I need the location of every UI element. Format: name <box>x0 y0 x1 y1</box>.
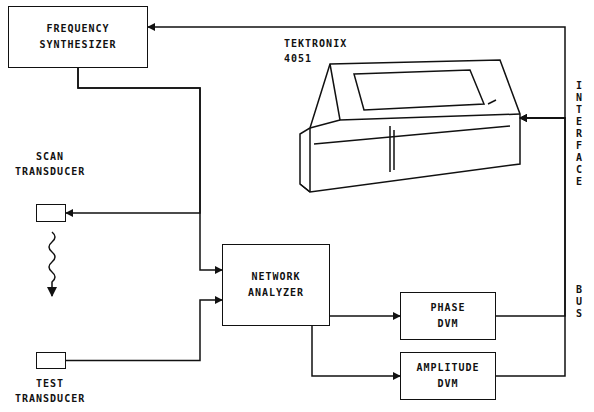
computer-terminal: TEKTRONIX 4051 <box>270 34 525 194</box>
dvm-box: PHASE DVM <box>400 292 496 340</box>
signal-line <box>148 27 565 118</box>
transducer-label: TEST TRANSDUCER <box>15 376 85 406</box>
box-label: FREQUENCY SYNTHESIZER <box>18 21 138 53</box>
box-label: AMPLITUDE DVM <box>408 360 488 392</box>
box-label: NETWORK ANALYZER <box>236 269 316 301</box>
acoustic-wave <box>49 232 55 296</box>
terminal-outline <box>300 60 520 192</box>
box-label: PHASE DVM <box>418 300 478 332</box>
synthesizer-box: FREQUENCY SYNTHESIZER <box>8 6 148 68</box>
terminal-outline <box>314 126 510 144</box>
transducer: SCAN TRANSDUCER <box>36 204 66 222</box>
computer-label: TEKTRONIX 4051 <box>284 36 347 66</box>
terminal-outline <box>488 100 496 104</box>
transducer-label: SCAN TRANSDUCER <box>15 149 85 179</box>
transducer: TEST TRANSDUCER <box>36 352 66 369</box>
signal-line <box>330 315 400 317</box>
terminal-outline <box>309 128 311 192</box>
bus-label: INTERFACE <box>574 80 584 188</box>
signal-line <box>66 68 200 213</box>
terminal-outline <box>354 70 484 110</box>
signal-line <box>496 118 565 376</box>
dvm-box: AMPLITUDE DVM <box>400 352 496 400</box>
analyzer-box: NETWORK ANALYZER <box>222 244 330 326</box>
terminal-outline <box>310 120 340 128</box>
signal-line <box>66 300 222 361</box>
terminal-outline <box>330 64 520 120</box>
bus-label: BUS <box>574 284 584 320</box>
signal-line <box>496 118 565 316</box>
terminal-outline <box>389 126 391 172</box>
terminal-outline <box>300 184 310 192</box>
signal-line <box>312 326 400 376</box>
terminal-outline <box>393 130 395 170</box>
